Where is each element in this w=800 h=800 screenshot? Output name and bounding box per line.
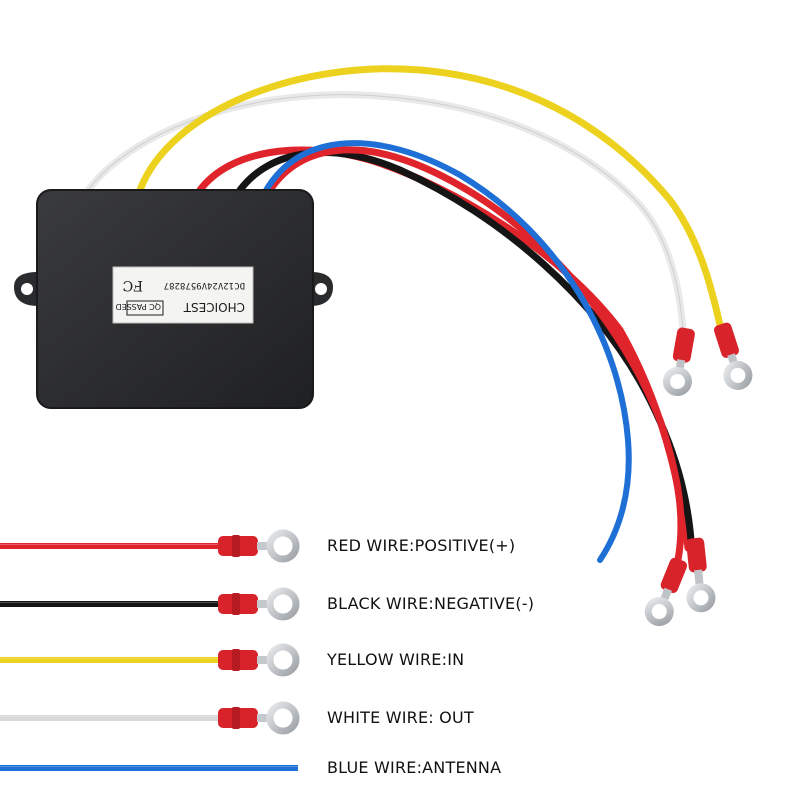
wire-terminals (644, 322, 753, 627)
product-sticker: CHOICEST QC PASSED DC12V24V9578287 FC (112, 266, 254, 324)
red-ring-terminal (266, 529, 300, 563)
control-box: CHOICEST QC PASSED DC12V24V9578287 FC (14, 189, 333, 409)
blue-wire (262, 140, 632, 563)
legend-row-blue (0, 765, 298, 771)
legend-wires (0, 529, 300, 771)
legend-row-black (0, 587, 300, 621)
legend-row-red (0, 529, 300, 563)
white-ring-terminal (266, 701, 300, 735)
box-wires (81, 65, 724, 564)
fc-mark: FC (123, 277, 143, 293)
legend-label-blue: BLUE WIRE:ANTENNA (327, 758, 502, 777)
legend-label-red: RED WIRE:POSITIVE(+) (327, 536, 516, 555)
legend-label-yellow: YELLOW WIRE:IN (327, 650, 465, 669)
legend-row-yellow (0, 643, 300, 677)
yellow-ring-terminal (266, 643, 300, 677)
qc-text: QC PASSED (115, 302, 161, 311)
model-text: DC12V24V9578287 (164, 280, 245, 290)
black-ring-terminal (266, 587, 300, 621)
brand-text: CHOICEST (183, 300, 245, 314)
legend-row-white (0, 701, 300, 735)
legend-label-black: BLACK WIRE:NEGATIVE(-) (327, 594, 535, 613)
yellow-wire (136, 65, 724, 329)
legend-label-white: WHITE WIRE: OUT (327, 708, 474, 727)
